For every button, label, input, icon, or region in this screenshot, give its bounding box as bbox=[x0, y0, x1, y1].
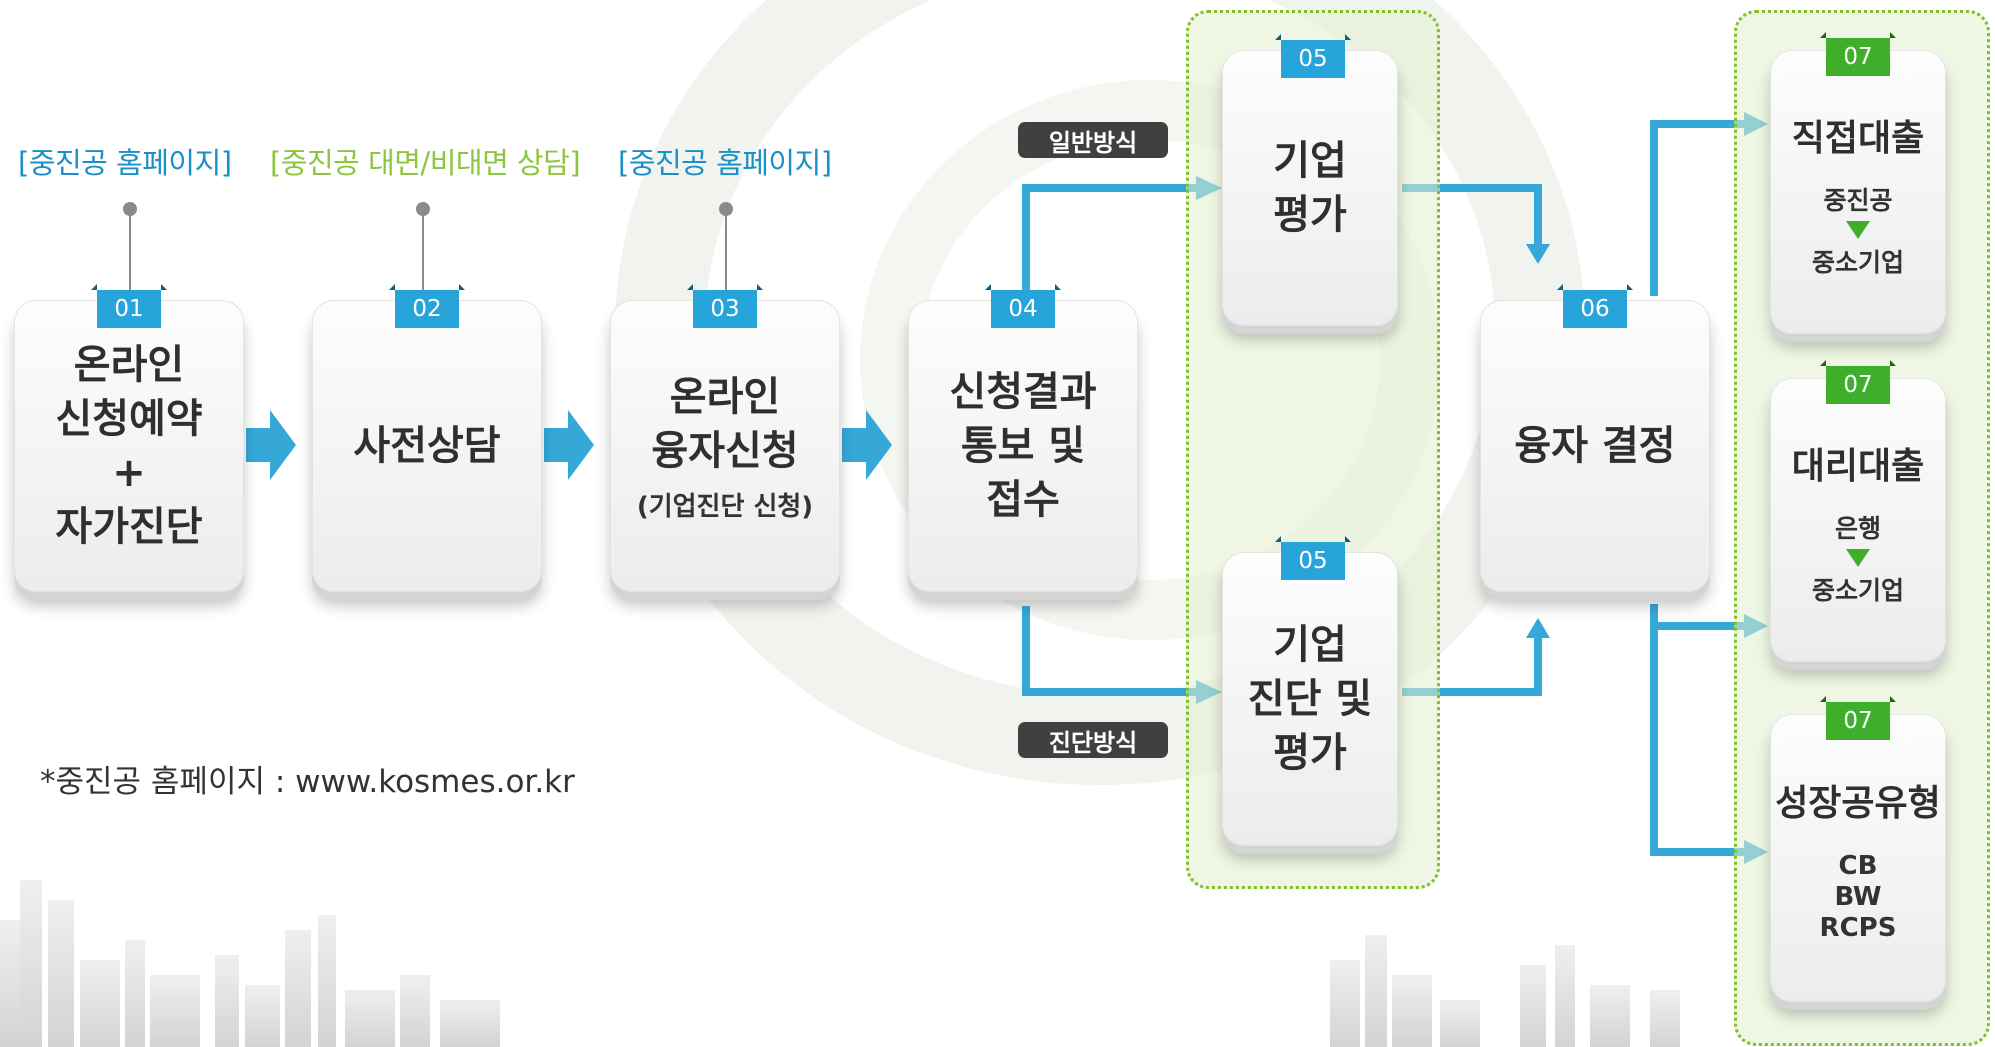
step-02-title: 사전상담 bbox=[353, 423, 501, 469]
step-07a-down-arrow-icon bbox=[1846, 221, 1870, 240]
step-01-title: 온라인 신청예약 + 자가진단 bbox=[55, 342, 203, 550]
pin-line-02 bbox=[422, 214, 424, 290]
step-07b-from: 은행 bbox=[1834, 514, 1881, 544]
tag-general-method: 일반방식 bbox=[1018, 122, 1168, 158]
step-04-title: 신청결과 통보 및 접수 bbox=[949, 369, 1097, 523]
step-06-card: 융자 결정 bbox=[1480, 300, 1710, 592]
step-07c-title: 성장공유형 bbox=[1775, 782, 1941, 824]
pin-dot-01 bbox=[123, 202, 137, 216]
step-03-title: 온라인 융자신청 bbox=[651, 373, 799, 474]
step-05a-title: 기업 평가 bbox=[1273, 138, 1347, 238]
step-03-subtitle: (기업진단 신청) bbox=[636, 491, 814, 522]
step-05b-card: 기업 진단 및 평가 bbox=[1222, 552, 1398, 846]
step-03-card: 온라인 융자신청 (기업진단 신청) bbox=[610, 300, 840, 592]
step-07a-badge: 07 bbox=[1820, 32, 1896, 76]
step-05b-title: 기업 진단 및 평가 bbox=[1247, 622, 1373, 776]
step-02-badge: 02 bbox=[389, 284, 465, 328]
step-07b-card: 대리대출 은행 중소기업 bbox=[1770, 378, 1946, 662]
step-01-badge: 01 bbox=[91, 284, 167, 328]
arrow-02-03 bbox=[544, 410, 594, 480]
flow-lines bbox=[1022, 120, 1744, 856]
step-03-badge: 03 bbox=[687, 284, 763, 328]
homepage-note: *중진공 홈페이지 : www.kosmes.or.kr bbox=[40, 764, 575, 800]
arrow-01-02 bbox=[246, 410, 296, 480]
step-07b-title: 대리대출 bbox=[1791, 445, 1925, 487]
step-07c-card: 성장공유형 CB BW RCPS bbox=[1770, 714, 1946, 1002]
arrow-03-04 bbox=[842, 410, 892, 480]
step-07b-badge: 07 bbox=[1820, 360, 1896, 404]
step-04-card: 신청결과 통보 및 접수 bbox=[908, 300, 1138, 592]
tag-diagnosis-method: 진단방식 bbox=[1018, 722, 1168, 758]
step-04-badge: 04 bbox=[985, 284, 1061, 328]
step-07a-from: 중진공 bbox=[1823, 186, 1893, 216]
step-07b-to: 중소기업 bbox=[1811, 576, 1904, 606]
city-skyline-decoration bbox=[0, 880, 1680, 1047]
step-07c-badge: 07 bbox=[1820, 696, 1896, 740]
pin-line-01 bbox=[129, 214, 131, 290]
step-05a-badge: 05 bbox=[1275, 34, 1351, 78]
arrow-06-07a bbox=[1650, 120, 1744, 296]
step-01-card: 온라인 신청예약 + 자가진단 bbox=[14, 300, 244, 592]
pin-line-03 bbox=[725, 214, 727, 290]
arrow-04-05a bbox=[1022, 184, 1196, 290]
step-07c-item-rcps: RCPS bbox=[1819, 912, 1897, 943]
step-06-badge: 06 bbox=[1557, 284, 1633, 328]
top-label-homepage-2: [중진공 홈페이지] bbox=[618, 146, 832, 180]
step-07c-item-cb: CB bbox=[1838, 850, 1878, 881]
arrow-04-05b bbox=[1022, 606, 1196, 696]
arrow-06-07c bbox=[1650, 626, 1744, 856]
step-05b-badge: 05 bbox=[1275, 536, 1351, 580]
step-07a-to: 중소기업 bbox=[1811, 248, 1904, 278]
step-02-card: 사전상담 bbox=[312, 300, 542, 592]
step-07c-item-bw: BW bbox=[1834, 881, 1882, 912]
top-label-homepage-1: [중진공 홈페이지] bbox=[18, 146, 232, 180]
top-label-consult: [중진공 대면/비대면 상담] bbox=[270, 146, 581, 180]
step-07a-card: 직접대출 중진공 중소기업 bbox=[1770, 50, 1946, 334]
flow-arrows bbox=[246, 410, 892, 480]
arrow-06-07b bbox=[1650, 604, 1744, 630]
pin-dot-02 bbox=[416, 202, 430, 216]
step-06-title: 융자 결정 bbox=[1514, 423, 1676, 469]
arrow-05a-06 bbox=[1402, 184, 1542, 244]
step-07b-down-arrow-icon bbox=[1846, 549, 1870, 568]
step-07a-title: 직접대출 bbox=[1791, 117, 1925, 159]
step-05a-card: 기업 평가 bbox=[1222, 50, 1398, 326]
arrow-05b-06 bbox=[1402, 638, 1542, 696]
pin-dot-03 bbox=[719, 202, 733, 216]
